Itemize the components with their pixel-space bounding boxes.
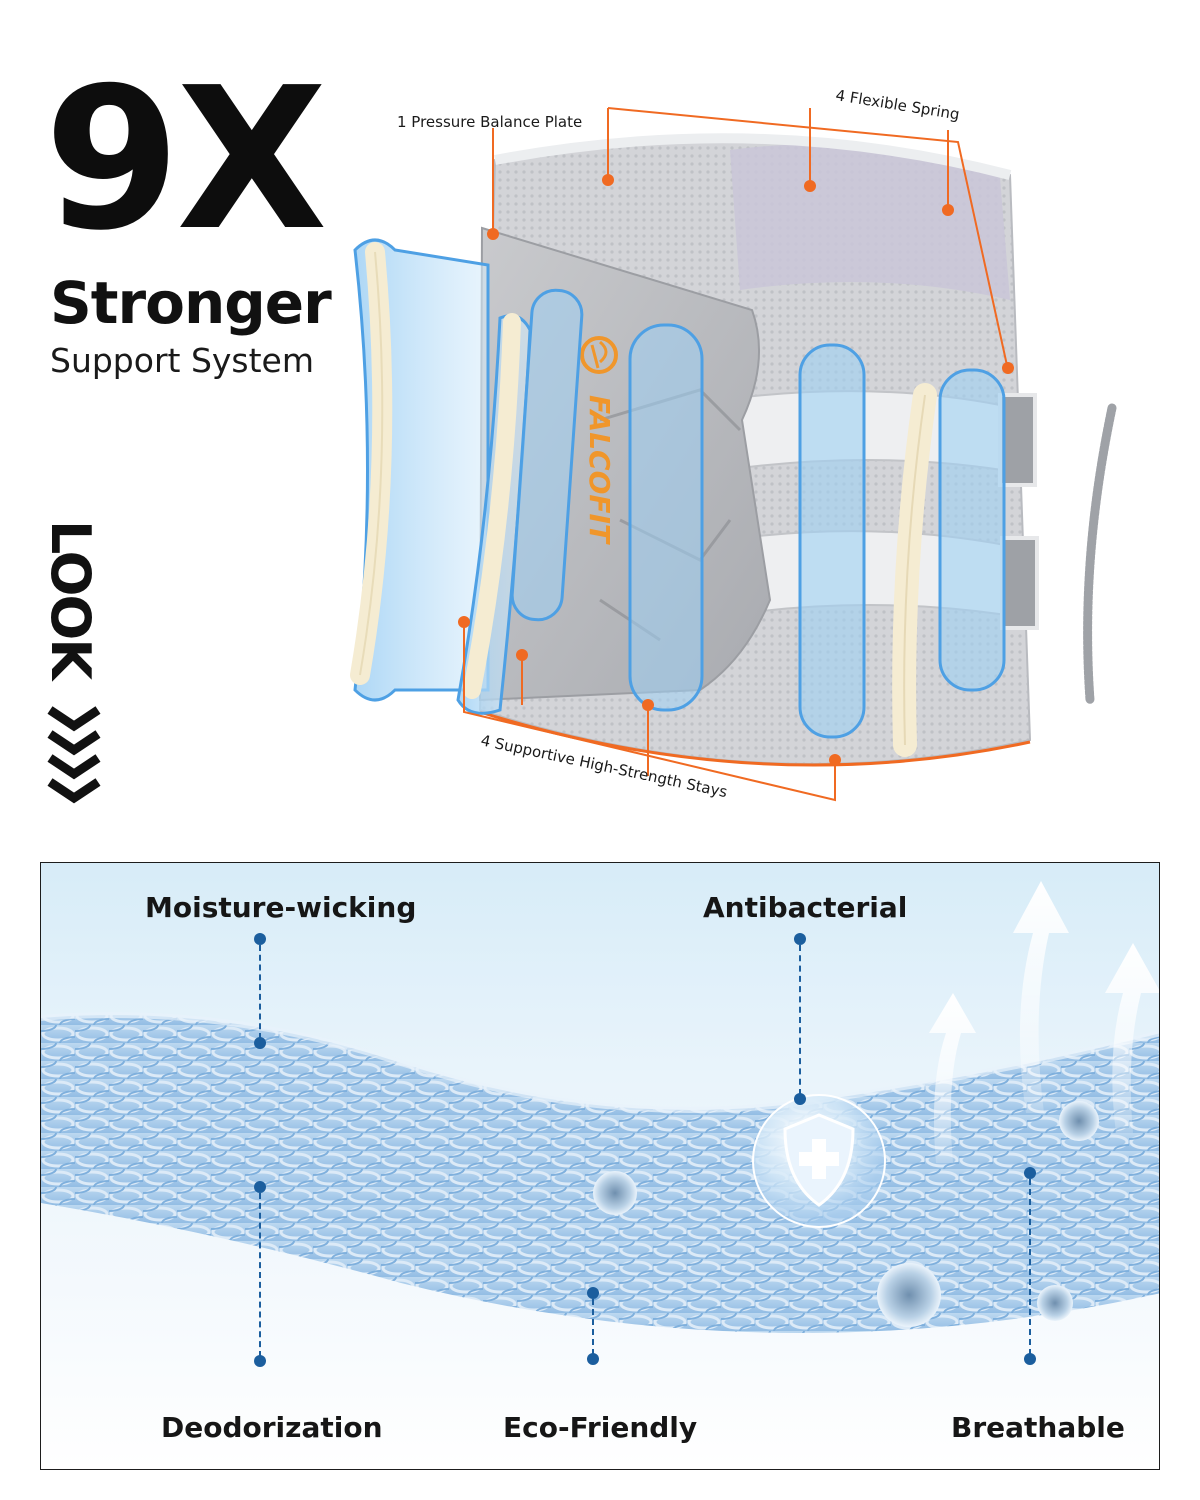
leader-dot xyxy=(254,1181,266,1193)
feature-antibacterial: Antibacterial xyxy=(703,891,908,924)
chevron-down-icon xyxy=(47,706,101,804)
leader-dot xyxy=(254,1037,266,1049)
supportive-stays-right xyxy=(798,343,1006,757)
leader-line xyxy=(1029,1179,1031,1355)
look-vertical-label: LOOK xyxy=(44,520,102,804)
feature-deodorization: Deodorization xyxy=(161,1411,383,1444)
mesh-fabric-illustration xyxy=(41,881,1159,1333)
headline-title: Stronger xyxy=(50,269,332,337)
callout-dots xyxy=(458,174,1014,766)
brand-logo: FALCOFIT xyxy=(580,336,618,545)
leader-dot xyxy=(794,933,806,945)
leader-dot xyxy=(587,1353,599,1365)
leader-dot xyxy=(587,1287,599,1299)
back-brace-illustration: FALCOFIT 1 Pr xyxy=(350,86,1117,802)
headline-multiplier: 9X xyxy=(44,46,327,274)
feature-moisture-wicking: Moisture-wicking xyxy=(145,891,417,924)
callout-flexible-spring: 4 Flexible Spring xyxy=(834,86,960,123)
callout-pressure-plate: 1 Pressure Balance Plate xyxy=(397,113,582,131)
leader-dot xyxy=(254,933,266,945)
bacteria-icon xyxy=(877,1263,941,1327)
breathable-arrows-icon xyxy=(929,881,1159,1163)
feature-breathable: Breathable xyxy=(951,1411,1125,1444)
look-text: LOOK xyxy=(44,520,102,682)
antibacterial-shield-icon xyxy=(752,1094,886,1228)
leader-dot xyxy=(1024,1353,1036,1365)
fabric-features-panel: Moisture-wicking Antibacterial Deodoriza… xyxy=(40,862,1160,1470)
bacteria-icon xyxy=(1059,1101,1099,1141)
flexible-spring-coil xyxy=(1083,403,1117,705)
headline-subtitle: Support System xyxy=(50,341,314,380)
leader-line xyxy=(259,1193,261,1357)
feature-eco-friendly: Eco-Friendly xyxy=(503,1411,698,1444)
supportive-stays-left xyxy=(350,238,704,715)
fabric-wave xyxy=(41,1015,1159,1333)
bacteria-icon xyxy=(1037,1285,1073,1321)
brace-lining xyxy=(730,144,1010,300)
leader-line xyxy=(592,1299,594,1355)
leader-line xyxy=(259,945,261,1039)
leader-line xyxy=(799,945,801,1095)
leader-dot xyxy=(794,1093,806,1105)
bacteria-icon xyxy=(593,1171,637,1215)
callout-lines xyxy=(463,107,1009,802)
leader-dot xyxy=(254,1355,266,1367)
brand-logo-text: FALCOFIT xyxy=(583,395,616,545)
leader-dot xyxy=(1024,1167,1036,1179)
